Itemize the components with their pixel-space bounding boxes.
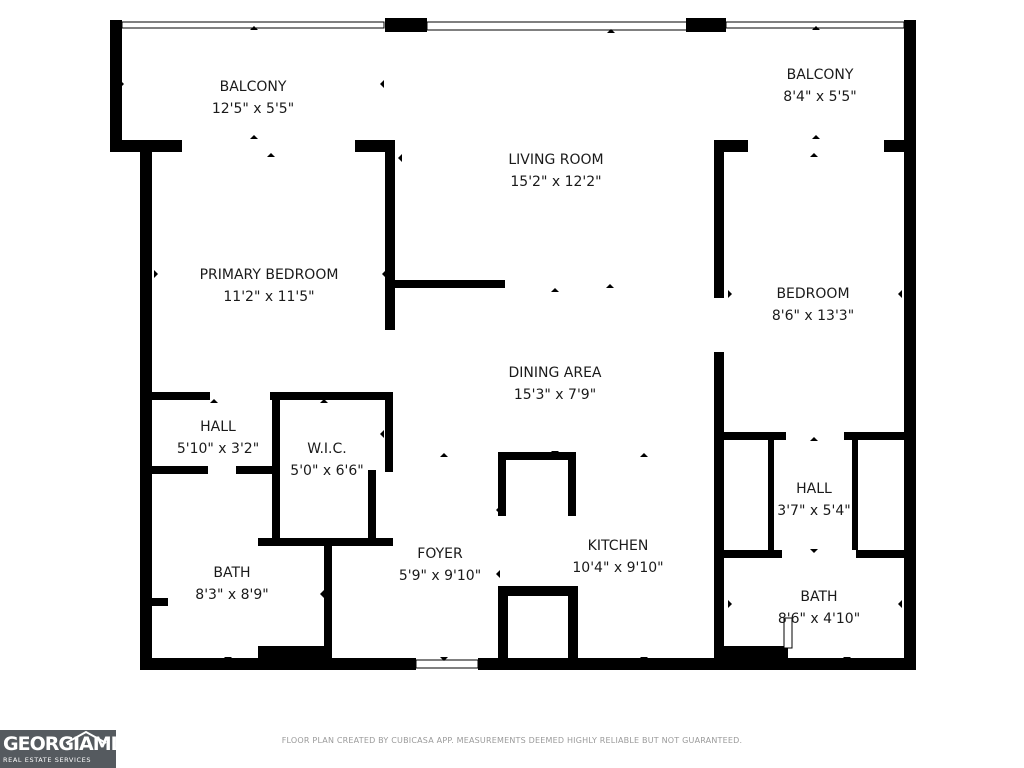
- room-name: PRIMARY BEDROOM: [199, 267, 339, 283]
- room-dimensions: 8'3" x 8'9": [195, 587, 269, 603]
- room-bedroom: BEDROOM 8'6" x 13'3": [772, 283, 854, 327]
- room-name: BATH: [800, 589, 838, 605]
- room-balcony-right: BALCONY 8'4" x 5'5": [783, 64, 856, 108]
- room-dimensions: 10'4" x 9'10": [572, 560, 664, 576]
- room-name: BEDROOM: [776, 286, 850, 302]
- room-dining-area: DINING AREA 15'3" x 7'9": [508, 362, 601, 406]
- room-dimensions: 5'9" x 9'10": [398, 568, 482, 584]
- room-primary-bedroom: PRIMARY BEDROOM 11'2" x 11'5": [200, 264, 339, 308]
- room-dimensions: 15'3" x 7'9": [513, 387, 597, 403]
- room-hall-left: HALL 5'10" x 3'2": [177, 416, 259, 460]
- room-hall-right: HALL 3'7" x 5'4": [777, 478, 850, 522]
- room-name: HALL: [200, 419, 236, 435]
- disclaimer-note: FLOOR PLAN CREATED BY CUBICASA APP. MEAS…: [281, 736, 743, 745]
- room-foyer: FOYER 5'9" x 9'10": [399, 543, 481, 587]
- logo-tagline: REAL ESTATE SERVICES: [3, 756, 92, 764]
- room-dimensions: 5'10" x 3'2": [176, 441, 260, 457]
- room-dimensions: 11'2" x 11'5": [223, 289, 315, 305]
- room-name: LIVING ROOM: [508, 152, 604, 168]
- room-dimensions: 5'0" x 6'6": [290, 463, 364, 479]
- room-name: BALCONY: [219, 79, 287, 95]
- room-dimensions: 8'6" x 4'10": [777, 611, 861, 627]
- room-bath-right: BATH 8'6" x 4'10": [778, 586, 860, 630]
- roof-icon: [65, 730, 107, 744]
- room-name: DINING AREA: [508, 365, 602, 381]
- room-bath-left: BATH 8'3" x 8'9": [195, 562, 268, 606]
- dimension-ticks: [120, 26, 902, 661]
- georgia-mls-logo: GEORGIAMLS REAL ESTATE SERVICES: [0, 730, 135, 768]
- room-dimensions: 15'2" x 12'2": [510, 174, 602, 190]
- room-living-room: LIVING ROOM 15'2" x 12'2": [508, 149, 603, 193]
- room-dimensions: 3'7" x 5'4": [777, 503, 851, 519]
- room-name: FOYER: [417, 546, 463, 562]
- logo-brand: GEORGIAMLS: [3, 733, 135, 755]
- room-balcony-left: BALCONY 12'5" x 5'5": [212, 76, 294, 120]
- room-name: BATH: [213, 565, 251, 581]
- room-dimensions: 12'5" x 5'5": [211, 101, 295, 117]
- room-name: BALCONY: [786, 67, 854, 83]
- room-name: HALL: [796, 481, 832, 497]
- walls: [110, 18, 916, 670]
- room-wic: W.I.C. 5'0" x 6'6": [290, 438, 363, 482]
- room-dimensions: 8'6" x 13'3": [771, 308, 855, 324]
- room-kitchen: KITCHEN 10'4" x 9'10": [572, 535, 663, 579]
- room-name: KITCHEN: [587, 538, 649, 554]
- room-dimensions: 8'4" x 5'5": [783, 89, 857, 105]
- room-name: W.I.C.: [307, 441, 347, 457]
